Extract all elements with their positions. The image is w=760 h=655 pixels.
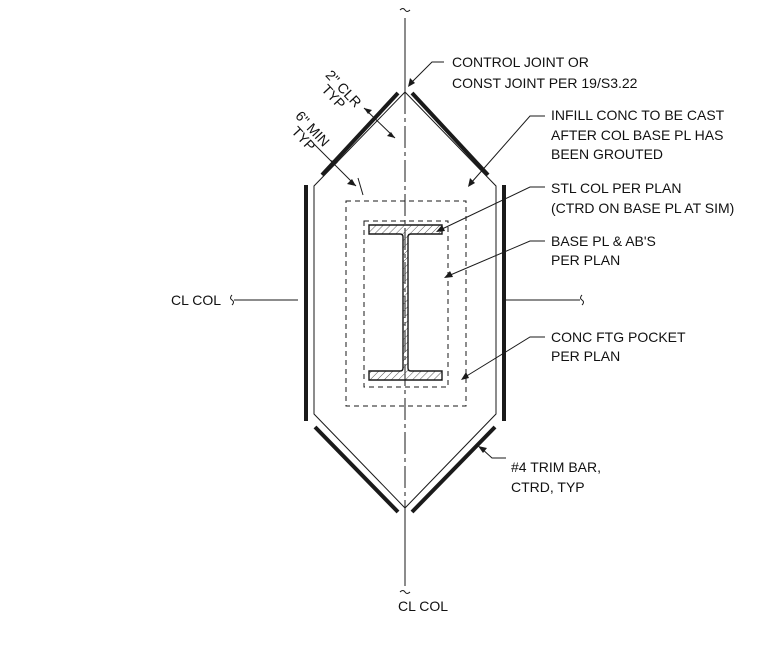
clear-cover-dimension: 2" CLR TYP xyxy=(319,67,396,139)
stl-col-label-line1: STL COL PER PLAN xyxy=(551,180,681,196)
trim-bars xyxy=(304,91,506,514)
control-joint-label-line1: CONTROL JOINT OR xyxy=(452,54,589,70)
cl-col-left-label: CL COL xyxy=(171,292,221,308)
stl-col-label-line2: (CTRD ON BASE PL AT SIM) xyxy=(551,200,734,216)
infill-label-line3: BEEN GROUTED xyxy=(551,146,663,162)
cl-col-bottom-label: CL COL xyxy=(398,598,448,614)
leaders xyxy=(408,61,545,459)
base-plate-dashed xyxy=(363,220,449,388)
min-dimension: 6" MIN TYP xyxy=(289,108,364,196)
infill-label-line2: AFTER COL BASE PL HAS xyxy=(551,127,723,143)
conc-ftg-label-line1: CONC FTG POCKET xyxy=(551,329,686,345)
conc-ftg-label-line2: PER PLAN xyxy=(551,348,620,364)
horizontal-centerline xyxy=(230,294,584,306)
infill-label-line1: INFILL CONC TO BE CAST xyxy=(551,107,725,123)
base-pl-label-line1: BASE PL & AB'S xyxy=(551,233,656,249)
trim-bar-label-line2: CTRD, TYP xyxy=(511,479,585,495)
control-joint-label-line2: CONST JOINT PER 19/S3.22 xyxy=(452,75,638,91)
base-pl-label-line2: PER PLAN xyxy=(551,252,620,268)
trim-bar-label-line1: #4 TRIM BAR, xyxy=(511,459,601,475)
steel-column-section xyxy=(368,224,443,381)
pocket-outline xyxy=(313,91,497,509)
